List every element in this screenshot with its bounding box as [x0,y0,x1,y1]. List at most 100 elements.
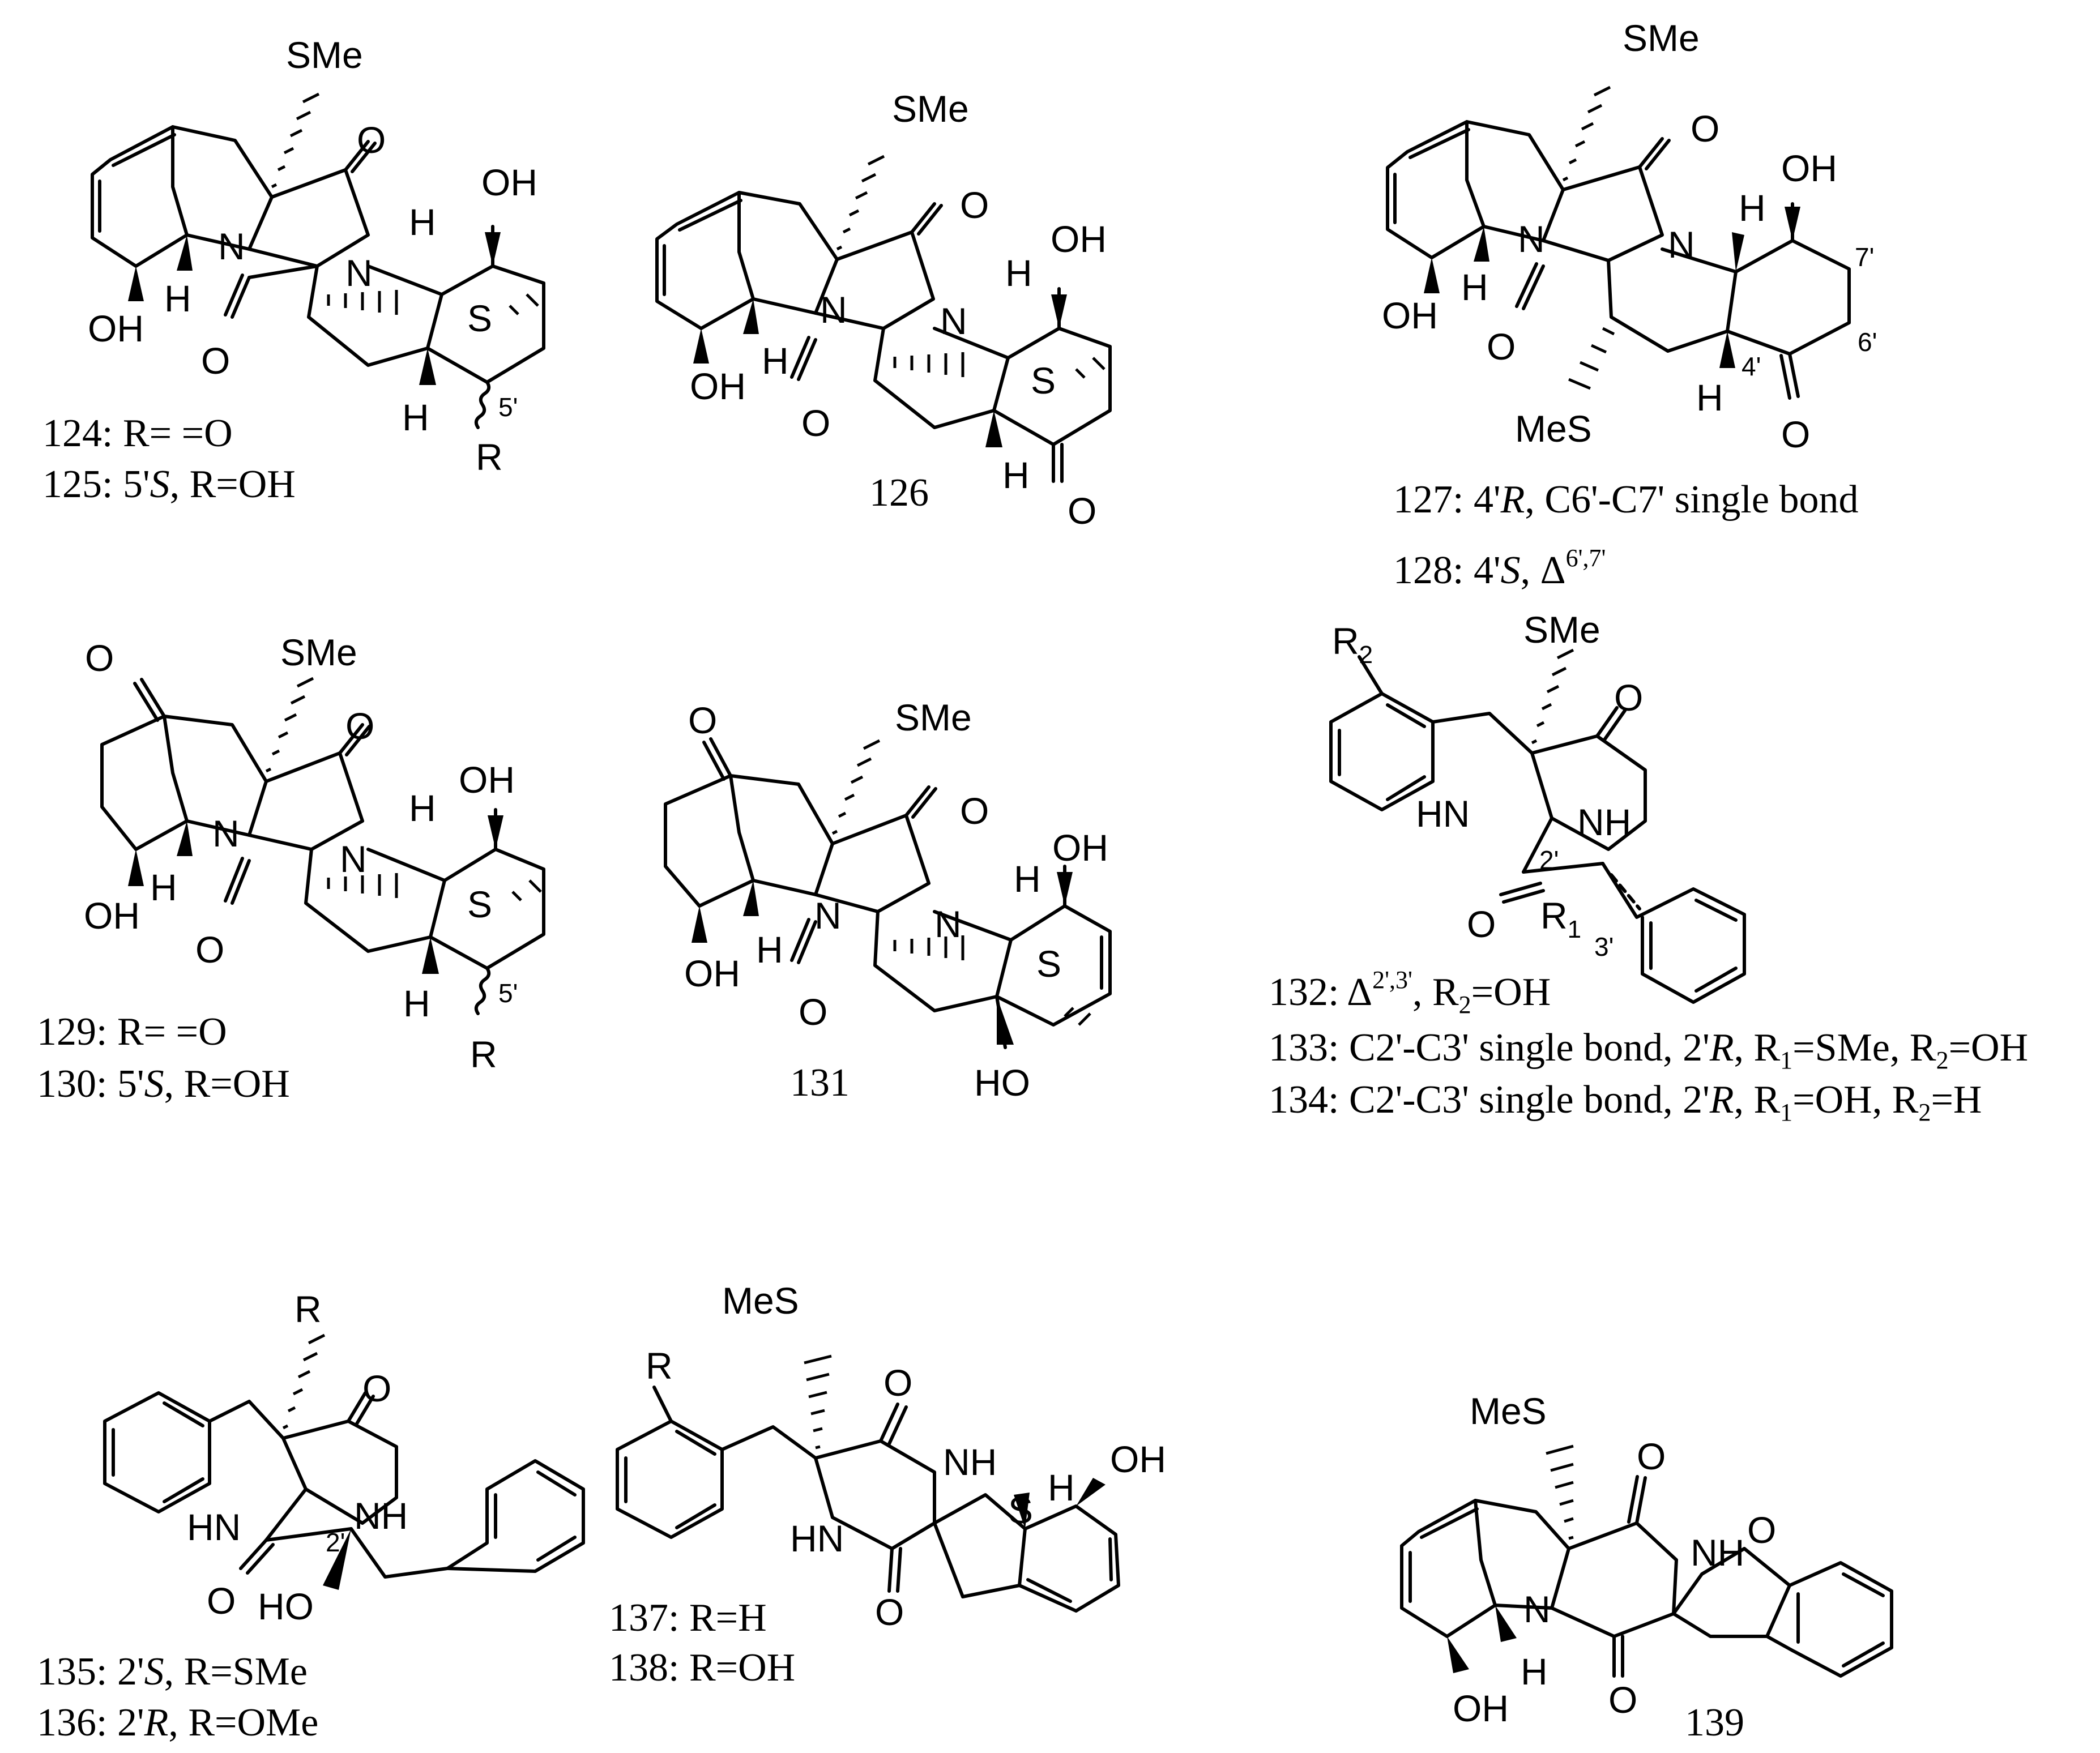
label-mes: MeS [722,1280,799,1322]
structure-124-125: SMe O OH N N H S OH H O H 5' R 124: R= =… [42,34,545,506]
label-h: H [756,929,783,970]
caption-130: 130: 5'S, R=OH [37,1062,290,1106]
label-o: O [207,1580,236,1622]
caption-138: 138: R=OH [609,1646,795,1690]
label-o: O [960,184,989,226]
hashed-bond-124-bridge [327,290,398,315]
hashed-bond-131-s [1064,1007,1091,1026]
wedge-bond-124-top-oh [485,232,501,266]
label-n: N [1668,224,1695,266]
label-sme: SMe [280,631,357,673]
label-o: O [345,705,374,747]
label-h: H [1002,454,1030,496]
label-o: O [1747,1509,1776,1551]
label-o: O [201,340,230,382]
caption-128: 128: 4'S, Δ6',7' [1393,544,1606,592]
caption-133: 133: C2'-C3' single bond, 2'R, R1=SMe, R… [1269,1026,2028,1074]
wedge-bond-124-h-bottom [419,348,436,385]
caption-127: 127: 4'R, C6'-C7' single bond [1393,478,1858,521]
label-h: H [409,201,436,243]
bonds-127 [1386,120,1851,400]
label-h: H [1048,1466,1075,1508]
label-o: O [1608,1679,1637,1721]
label-mes: MeS [1470,1390,1547,1432]
hashed-bond-137-mes [804,1354,832,1450]
label-sme: SMe [1623,17,1700,59]
label-n: N [218,225,245,267]
label-nh: NH [354,1495,408,1537]
wedge-bond-129-top-oh [488,815,503,849]
wedge-bond-127-oh [1424,258,1440,293]
bonds-135 [103,1391,585,1579]
caption-139: 139 [1685,1701,1744,1745]
label-h: H [1739,187,1766,229]
label-o: O [688,699,717,741]
label-oh: OH [1051,218,1107,260]
wedge-bond-126-oh [693,328,709,364]
wedge-bond-124-h [177,235,193,271]
label-h: H [1696,377,1723,418]
wedge-bond-124-oh [128,266,144,301]
structure-132-134: R2 SMe O HN NH 2' O R1 3' 132: Δ2',3', R… [1269,609,2028,1126]
wedge-bond-131-top-oh [1057,872,1073,906]
locant-2p: 2' [326,1528,345,1557]
label-ho: HO [974,1062,1030,1104]
label-h: H [1521,1651,1548,1692]
caption-136: 136: 2'R, R=OMe [37,1701,318,1745]
label-oh: OH [88,307,144,349]
structure-129-130: O SMe O OH N N H S OH H O H 5' R 129: R=… [37,631,545,1106]
wavy-bond-129 [474,967,491,1015]
bonds-126 [655,191,1112,483]
label-o: O [1068,490,1096,532]
hashed-bond-129-bridge [327,873,398,898]
label-n: N [212,813,240,854]
label-n: N [934,903,962,945]
caption-124: 124: R= =O [42,412,233,455]
label-r2: R2 [1332,620,1373,669]
locant-2p: 2' [1539,845,1559,875]
label-r: R [294,1288,322,1330]
label-hn: HN [1416,793,1470,835]
label-oh: OH [1110,1438,1166,1480]
label-o: O [799,991,827,1033]
label-o: O [1487,326,1516,367]
label-oh: OH [481,161,537,203]
wedge-bond-127-h-mid [1732,232,1744,272]
caption-134: 134: C2'-C3' single bond, 2'R, R1=OH, R2… [1269,1078,1982,1126]
label-sme: SMe [286,34,363,76]
hashed-bond-131-bridge [893,935,964,960]
hashed-bond-124-s [509,293,539,315]
label-s: S [1031,360,1056,401]
hashed-bond-129-sme [265,677,314,773]
label-s: S [1036,943,1061,985]
label-n: N [820,289,847,331]
hashed-bond-139-mes [1546,1444,1574,1540]
label-r: R [476,436,503,478]
label-o: O [875,1591,904,1633]
hashed-bond-126-bridge [893,352,964,377]
label-oh: OH [1781,147,1837,189]
caption-135: 135: 2'S, R=SMe [37,1650,308,1694]
label-o: O [1781,413,1810,455]
label-nh: NH [1691,1532,1744,1574]
label-ho: HO [258,1585,314,1627]
label-n: N [345,252,373,294]
label-oh: OH [1382,294,1438,336]
label-oh: OH [684,952,740,994]
caption-132: 132: Δ2',3', R2=OH [1269,966,1551,1019]
label-s: S [467,883,492,925]
label-oh: OH [1453,1687,1509,1729]
structure-139: MeS O NH O N H O OH 139 [1400,1390,1893,1745]
locant-6p: 6' [1858,327,1877,357]
label-nh: NH [1577,801,1631,843]
bonds-131 [664,737,1112,1049]
label-oh: OH [459,759,515,801]
label-n: N [814,895,842,937]
hashed-bond-127-mes [1568,327,1615,390]
label-o: O [1637,1435,1666,1477]
label-h: H [1014,858,1041,900]
label-h: H [1461,266,1488,308]
label-s: S [1008,1489,1033,1531]
label-s: S [467,297,492,339]
